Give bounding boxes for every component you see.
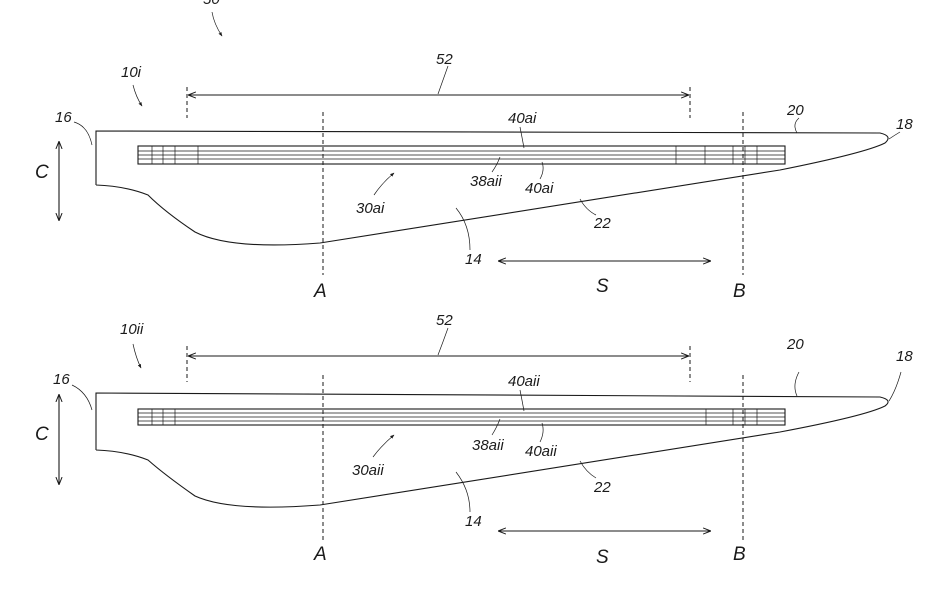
tip-label: 18	[896, 348, 913, 365]
section-label-a: A	[313, 281, 327, 302]
pressure-edge-leader	[795, 372, 799, 396]
upper-cap-label: 40aii	[508, 373, 540, 390]
spar-label: 30ai	[356, 200, 385, 217]
body-label: 14	[465, 251, 482, 268]
panel-10ii: 10ii 52 A B C S 16 20 18 40aii	[35, 312, 913, 568]
root-label: 16	[55, 109, 72, 126]
chord-label: C	[35, 162, 49, 183]
chord-label: C	[35, 424, 49, 445]
dimension-leader	[438, 66, 448, 94]
blade-pointer-arrow	[133, 344, 141, 368]
lower-cap-leader	[540, 423, 543, 442]
tip-label: 18	[896, 116, 913, 133]
body-label: 14	[465, 513, 482, 530]
trailing-edge-label: 22	[593, 479, 611, 496]
spar-label: 30aii	[352, 462, 384, 479]
dimension-label: 52	[436, 51, 453, 68]
section-label-a: A	[313, 544, 327, 565]
pressure-edge-label: 20	[786, 336, 804, 353]
blade-pointer-arrow	[133, 85, 142, 106]
lower-cap-label: 40ai	[525, 180, 554, 197]
section-label-b: B	[733, 281, 746, 302]
upper-cap-leader	[520, 390, 524, 411]
span-label: S	[596, 276, 609, 297]
figure-number: 50	[203, 0, 220, 8]
blade-label: 10ii	[120, 321, 144, 338]
span-label: S	[596, 547, 609, 568]
body-leader	[456, 472, 470, 512]
pressure-edge-leader	[795, 118, 799, 133]
spar-pointer-arrow	[373, 435, 394, 457]
web-leader	[492, 419, 500, 435]
dimension-label: 52	[436, 312, 453, 329]
root-leader	[72, 385, 92, 410]
section-label-b: B	[733, 544, 746, 565]
blade-label: 10i	[121, 64, 142, 81]
root-leader	[74, 122, 92, 145]
pressure-edge-label: 20	[786, 102, 804, 119]
dimension-leader	[438, 328, 448, 355]
upper-cap-leader	[520, 127, 524, 148]
trailing-edge-label: 22	[593, 215, 611, 232]
figure-pointer-arrow	[212, 12, 222, 36]
upper-cap-label: 40ai	[508, 110, 537, 127]
tip-leader	[889, 132, 900, 139]
spar-pointer-arrow	[374, 173, 394, 195]
web-label: 38aii	[472, 437, 504, 454]
tip-leader	[889, 372, 901, 401]
body-leader	[456, 208, 470, 250]
lower-cap-leader	[540, 162, 543, 179]
lower-cap-label: 40aii	[525, 443, 557, 460]
root-label: 16	[53, 371, 70, 388]
panel-10i: 10i 52 A B C S 16	[35, 51, 913, 302]
web-label: 38aii	[470, 173, 502, 190]
